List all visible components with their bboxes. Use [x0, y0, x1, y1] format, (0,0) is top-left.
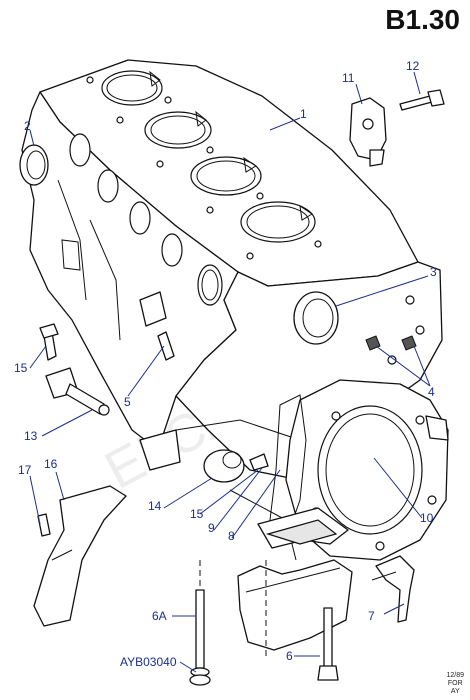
callout-1[interactable]: 1: [300, 107, 307, 121]
callout-15-upper[interactable]: 15: [14, 361, 28, 375]
callout-7[interactable]: 7: [368, 609, 375, 623]
callout-16[interactable]: 16: [44, 457, 58, 471]
callout-4[interactable]: 4: [428, 385, 435, 399]
front-oil-seal: [293, 291, 339, 345]
callout-8[interactable]: 8: [228, 529, 235, 543]
bolt-6: [317, 607, 339, 681]
callout-13[interactable]: 13: [24, 429, 38, 443]
leader-lines: [29, 71, 431, 673]
callout-11[interactable]: 11: [342, 71, 355, 85]
sensor-bracket: [39, 323, 110, 416]
callout-3[interactable]: 3: [430, 265, 437, 279]
callout-15-lower[interactable]: 15: [190, 507, 204, 521]
drawing-date: 12/89: [446, 672, 464, 679]
retaining-clip: [371, 555, 415, 623]
bolt-5: [157, 331, 175, 361]
callout-9[interactable]: 9: [208, 521, 215, 535]
drawing-for: FOR: [447, 680, 463, 687]
callout-6[interactable]: 6: [286, 649, 293, 663]
callout-17[interactable]: 17: [18, 463, 32, 477]
cylinder-block: [21, 59, 443, 481]
drawing-code: 12/89 FOR AY: [446, 672, 464, 696]
callout-10[interactable]: 10: [420, 511, 434, 525]
filter-adaptor: [203, 449, 269, 483]
bracket-bolt: [399, 89, 445, 111]
callout-5[interactable]: 5: [124, 395, 131, 409]
callout-ayb03040[interactable]: AYB03040: [120, 655, 177, 669]
page-title: B1.30: [385, 4, 460, 35]
bearing-cap-lower: [237, 559, 353, 651]
support-bracket: [33, 485, 127, 627]
callout-2[interactable]: 2: [24, 119, 31, 133]
callout-12[interactable]: 12: [406, 59, 420, 73]
bolt-6a: [189, 560, 211, 686]
bearing-cap-upper: [257, 507, 349, 549]
mounting-bracket: [349, 97, 387, 167]
drawing-ay: AY: [450, 688, 460, 695]
core-plug: [19, 144, 49, 186]
callout-6a[interactable]: 6A: [152, 609, 167, 623]
callout-14[interactable]: 14: [148, 499, 162, 513]
